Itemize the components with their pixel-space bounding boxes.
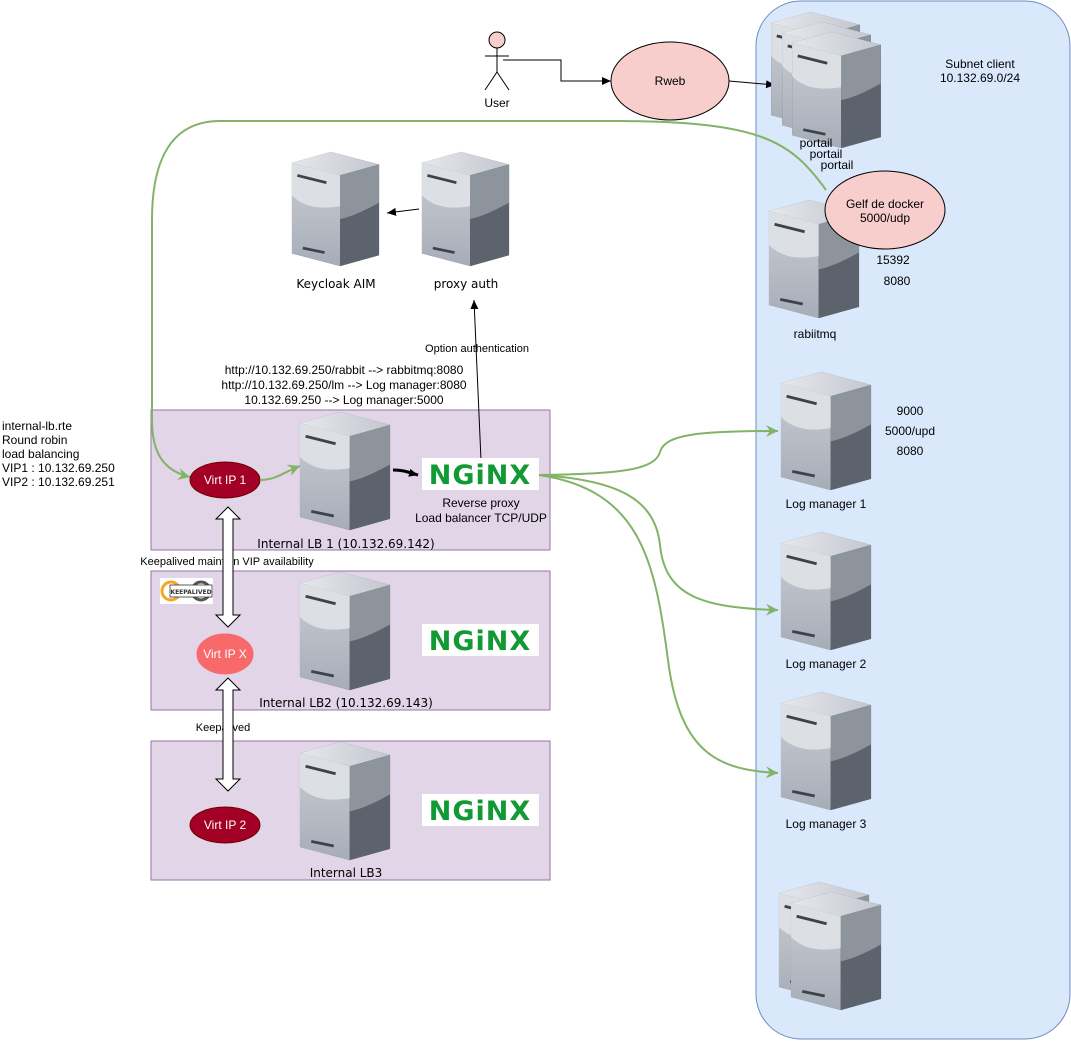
rweb-label: Rweb <box>655 74 686 88</box>
lb-info-3: load balancing <box>2 447 79 461</box>
lb-info-4: VIP1 : 10.132.69.250 <box>2 461 115 475</box>
log-manager-1-port-2: 5000/upd <box>885 424 935 438</box>
svg-text:KEEPALIVED: KEEPALIVED <box>170 589 211 596</box>
lb2-nginx-logo: NGiNX <box>429 626 531 657</box>
keycloak-label: Keycloak AIM <box>296 277 375 291</box>
user-actor-icon <box>484 31 510 91</box>
log-manager-3-server-icon <box>779 690 873 812</box>
lb1-desc-1: Reverse proxy <box>442 496 519 510</box>
lb3-nginx-logo-bg <box>422 794 539 826</box>
edge-nginx-logmanager-1 <box>538 425 779 476</box>
route-2: http://10.132.69.250/lm --> Log manager:… <box>221 378 466 392</box>
gelf-node <box>824 170 946 250</box>
subnet-client-container <box>755 0 1071 1040</box>
lb1-server-icon <box>298 410 392 532</box>
lb-info-2: Round robin <box>2 433 67 447</box>
keycloak-server-icon <box>290 150 381 268</box>
log-manager-1-server-icon <box>779 370 873 492</box>
lb2-label: Internal LB2 (10.132.69.143) <box>259 696 433 710</box>
keepalived-double-arrow-1 <box>214 506 242 628</box>
lb3-label: Internal LB3 <box>310 866 383 880</box>
lb1-nginx-logo: NGiNX <box>429 460 531 491</box>
lb-info-5: VIP2 : 10.132.69.251 <box>2 475 115 489</box>
keepalived-logo: KEEPALIVED <box>160 578 213 604</box>
vip1-label: Virt IP 1 <box>204 473 247 487</box>
portail-label-3: portail <box>821 158 854 172</box>
portail-label-2: portail <box>810 147 843 161</box>
proxy-auth-label: proxy auth <box>434 277 499 291</box>
vipx-label: Virt IP X <box>203 647 247 661</box>
edge-rweb-portail <box>728 80 776 89</box>
edge-vip1-lb1server <box>259 464 301 481</box>
keepalived-double-arrow-2 <box>214 677 242 792</box>
log-manager-1-label: Log manager 1 <box>786 497 867 511</box>
subnet-cidr: 10.132.69.0/24 <box>940 71 1020 85</box>
lb3-nginx-logo: NGiNX <box>429 796 531 827</box>
edge-nginx-logmanager-3 <box>538 474 779 779</box>
vip2-node <box>189 806 261 844</box>
log-manager-2-server-icon <box>779 530 873 652</box>
route-3: 10.132.69.250 --> Log manager:5000 <box>244 393 443 407</box>
edge-nginx-proxyauth <box>470 299 482 461</box>
edge-proxyauth-keycloak <box>386 207 420 216</box>
lb3-server-icon <box>298 740 392 862</box>
vipx-node <box>196 633 254 675</box>
log-manager-2-label: Log manager 2 <box>786 657 867 671</box>
rabbitmq-port-2: 8080 <box>884 274 911 288</box>
lb1-nginx-logo-bg <box>422 458 539 490</box>
bottom-servers-icon <box>777 880 883 1012</box>
edge-gelf-to-vip1 <box>151 120 827 481</box>
user-label: User <box>484 96 509 110</box>
subnet-title: Subnet client <box>945 57 1015 71</box>
gelf-line-1: Gelf de docker <box>846 197 924 211</box>
lb1-desc-2: Load balancer TCP/UDP <box>415 511 547 525</box>
portail-label-1: portail <box>800 136 833 150</box>
log-manager-3-label: Log manager 3 <box>786 817 867 831</box>
log-manager-1-port-1: 9000 <box>897 404 924 418</box>
lb-info-1: internal-lb.rte <box>2 419 72 433</box>
log-manager-1-port-3: 8080 <box>897 444 924 458</box>
rabbitmq-port-1: 15392 <box>876 253 910 267</box>
edge-lb1server-nginx <box>392 468 419 477</box>
lb2-nginx-logo-bg <box>422 624 539 656</box>
rabbitmq-label: rabiitmq <box>794 327 837 341</box>
option-auth-label: Option authentication <box>425 343 529 355</box>
lb1-label: Internal LB 1 (10.132.69.142) <box>257 537 434 551</box>
proxy-auth-server-icon <box>420 150 511 268</box>
lb2-server-icon <box>298 570 392 692</box>
route-1: http://10.132.69.250/rabbit --> rabbitmq… <box>225 363 464 377</box>
edge-user-rweb <box>503 59 611 85</box>
edge-nginx-logmanager-2 <box>538 474 779 616</box>
vip2-label: Virt IP 2 <box>204 818 247 832</box>
gelf-line-2: 5000/udp <box>860 211 910 225</box>
